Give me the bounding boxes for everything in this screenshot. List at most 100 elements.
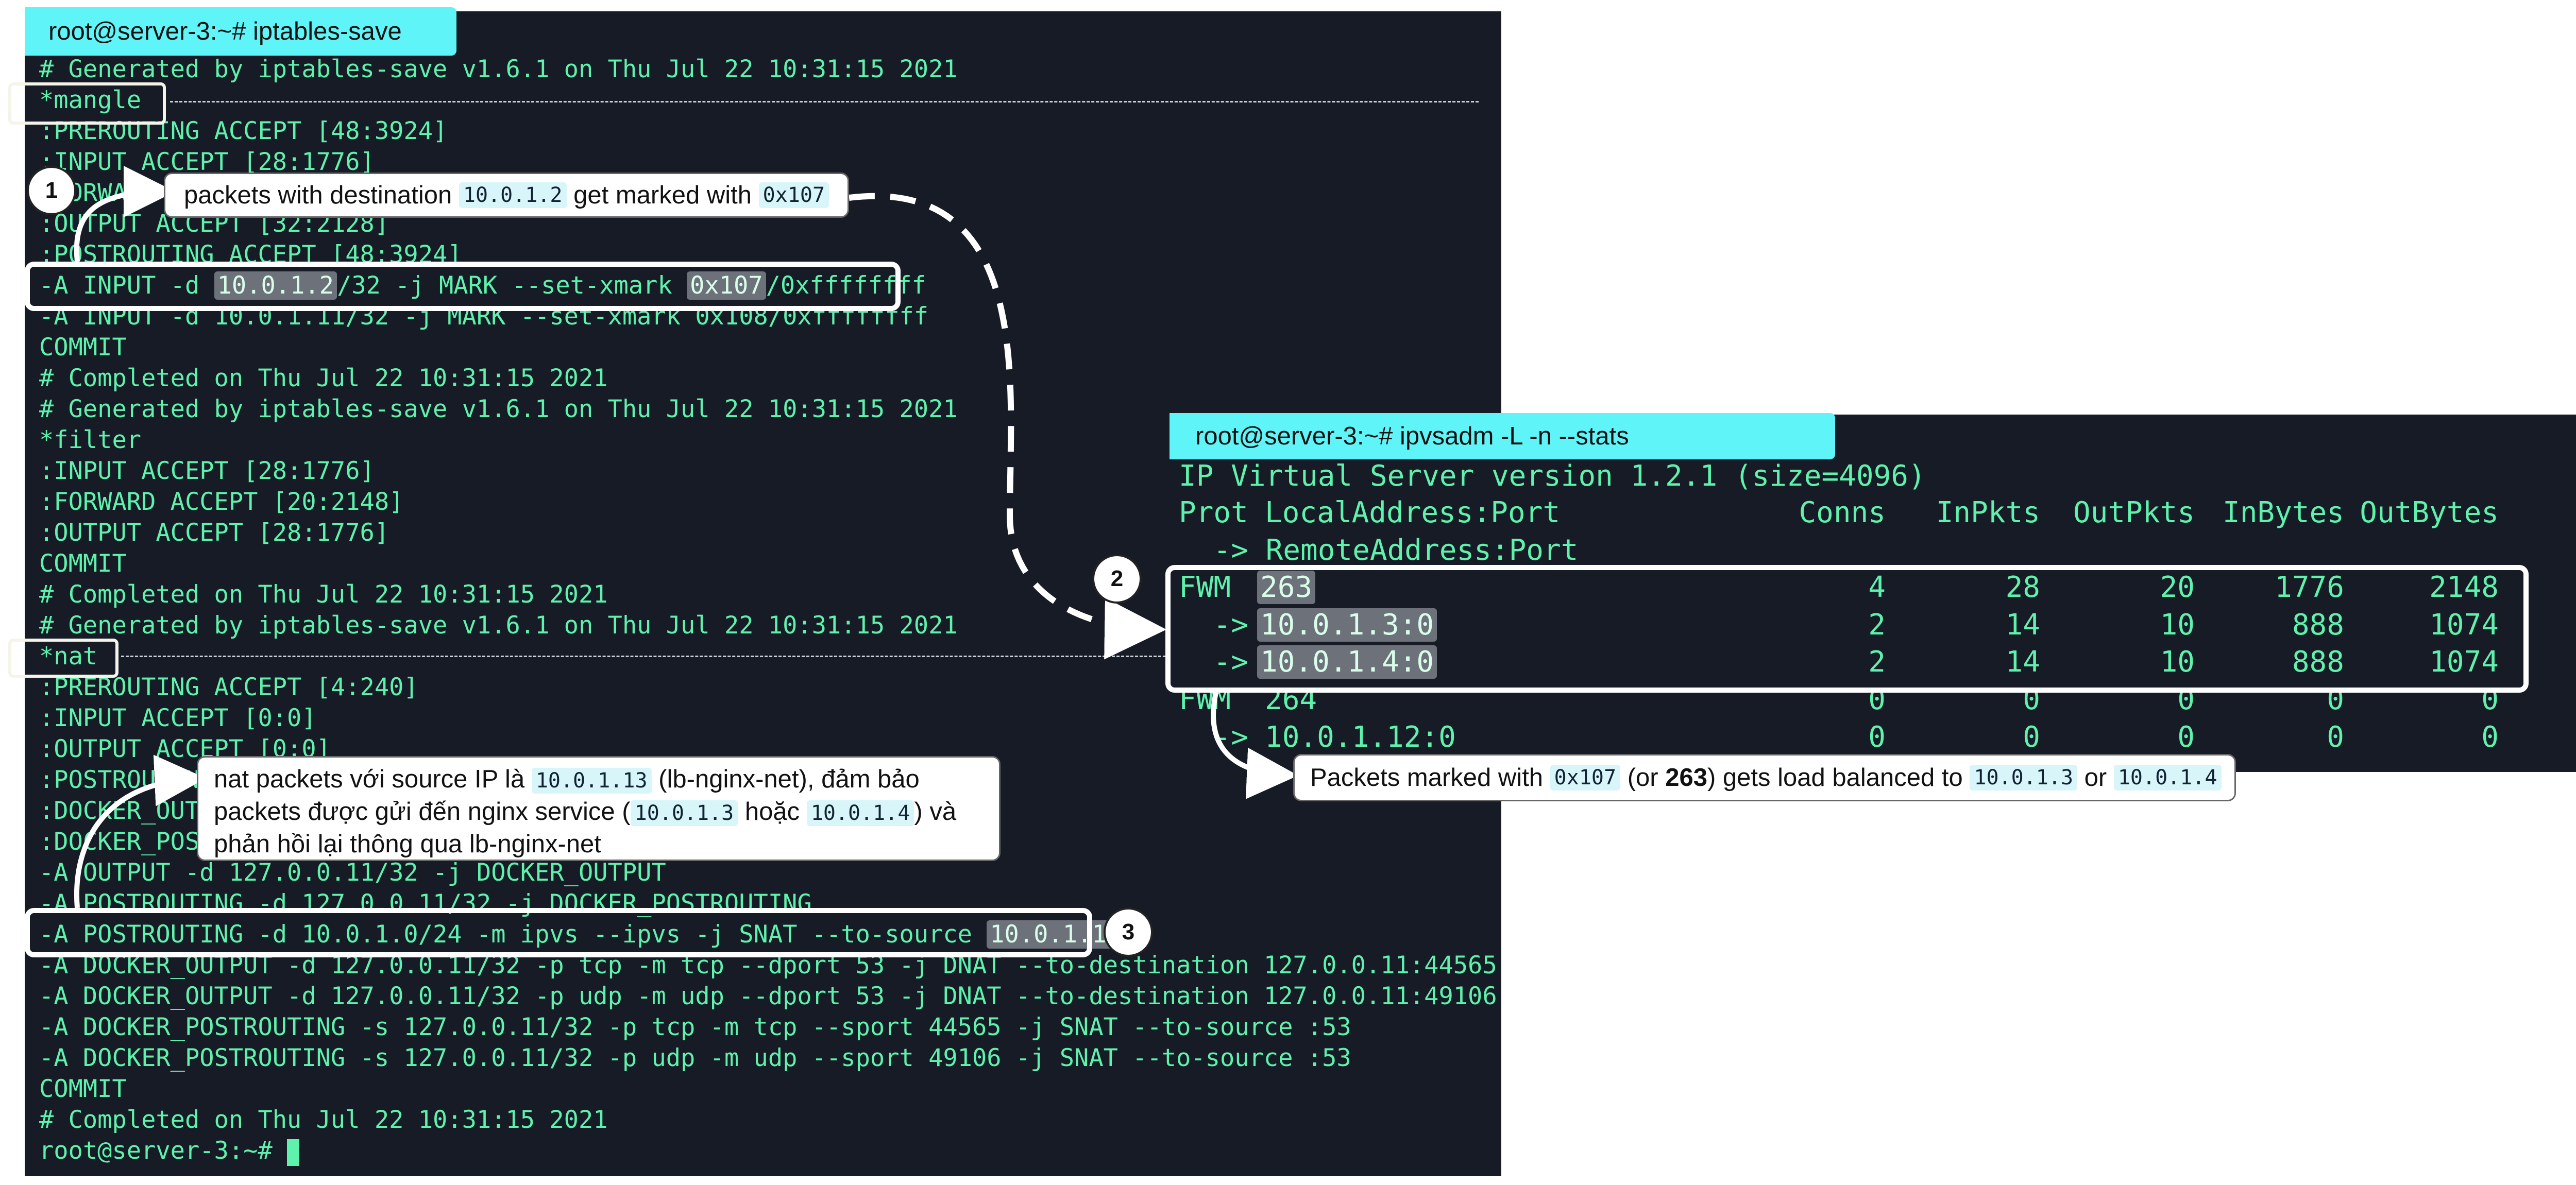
callout-2-code-mark: 0x107	[1550, 765, 1621, 791]
ipvsadm-terminal[interactable]	[1165, 415, 2576, 772]
output-line: :INPUT ACCEPT [0:0]	[39, 704, 316, 732]
mark-rule-mark: 0x107	[687, 271, 766, 300]
ipvs-cell: 10	[2160, 645, 2195, 679]
fwm-263-box	[1165, 565, 2529, 693]
mark-rule-line: -A INPUT -d 10.0.1.2/32 -j MARK --set-xm…	[39, 270, 1497, 301]
ipvs-row-prefix: FWM	[1179, 571, 1231, 604]
ipvs-header-prot: Prot	[1179, 496, 1248, 529]
output-line: # Generated by iptables-save v1.6.1 on T…	[39, 395, 958, 423]
callout-1: packets with destination 10.0.1.2 get ma…	[164, 173, 849, 218]
arrow-3	[1211, 692, 1298, 799]
output-line: :PREROUTING ACCEPT [4:240]	[39, 673, 418, 701]
ipvs-cell: 2148	[2429, 571, 2499, 604]
nat-divider	[121, 656, 1476, 657]
backend-2-addr: 10.0.1.4:0	[1257, 645, 1437, 679]
output-line: :INPUT ACCEPT [28:1776]	[39, 148, 375, 176]
ipvs-cell: 888	[2292, 645, 2344, 679]
shell-prompt: root@server-3:~#	[39, 1137, 287, 1165]
snat-rule-line: -A POSTROUTING -d 10.0.1.0/24 -m ipvs --…	[39, 919, 1497, 950]
ipvs-cell: 2	[1868, 645, 1886, 679]
output-line: COMMIT	[39, 549, 127, 578]
ipvs-version-line: IP Virtual Server version 1.2.1 (size=40…	[1179, 459, 1926, 493]
callout-3: nat packets với source IP là 10.0.1.13 (…	[197, 756, 1001, 861]
callout-3-code-ip1: 10.0.1.3	[630, 800, 738, 826]
ipvs-subheader: -> RemoteAddress:Port	[1179, 534, 1579, 567]
ipvs-row-addr: 10.0.1.3:0	[1257, 607, 1437, 644]
callout-3-code-ip2: 10.0.1.4	[806, 800, 914, 826]
step-2-badge: 2	[1092, 554, 1142, 604]
callout-1-text-b: get marked with	[566, 181, 759, 209]
arrow-1	[74, 166, 175, 262]
ipvs-cell: 0	[1868, 720, 1886, 754]
output-line: # Completed on Thu Jul 22 10:31:15 2021	[39, 1106, 608, 1134]
output-line: -A DOCKER_POSTROUTING -s 127.0.0.11/32 -…	[39, 1013, 1351, 1041]
ipvs-row-prefix: ->	[1179, 645, 1248, 679]
mark-rule-ip: 10.0.1.2	[214, 271, 337, 300]
callout-1-code-mark: 0x107	[758, 182, 829, 208]
mangle-divider	[170, 101, 1479, 102]
output-line: # Completed on Thu Jul 22 10:31:15 2021	[39, 364, 608, 392]
ipvs-cell: 20	[2160, 571, 2195, 604]
callout-3-text-b: (lb-nginx-net), đảm bảo	[651, 765, 920, 793]
callout-3-line-2: packets được gửi đến nginx service (10.0…	[214, 796, 984, 829]
callout-3-code-ip: 10.0.1.13	[531, 768, 652, 794]
snat-rule-pre: -A POSTROUTING -d 10.0.1.0/24 -m ipvs --…	[39, 920, 987, 949]
ipvs-header-inpkts: InPkts	[1936, 496, 2040, 529]
prompt-line[interactable]: root@server-3:~#	[39, 1136, 1497, 1166]
ipvs-cell: 1776	[2275, 571, 2344, 604]
arrow-2-dashed	[849, 193, 1166, 660]
ipvs-header-outpkts: OutPkts	[2073, 496, 2195, 529]
callout-3-text-c: packets được gửi đến nginx service (	[214, 798, 631, 826]
output-line: COMMIT	[39, 1075, 127, 1103]
callout-2-code-ip2: 10.0.1.4	[2113, 765, 2222, 791]
ipvs-cell: 0	[2177, 720, 2195, 754]
step-3-badge: 3	[1104, 907, 1153, 957]
ipvs-header-addr: LocalAddress:Port	[1265, 496, 1561, 529]
mark-rule-box	[25, 262, 901, 311]
callout-3-text-a: nat packets với source IP là	[214, 765, 532, 793]
callout-1-text-a: packets with destination	[184, 181, 459, 209]
callout-2-text-d: or	[2077, 764, 2114, 792]
backend-1-addr: 10.0.1.3:0	[1257, 608, 1437, 642]
output-line: # Completed on Thu Jul 22 10:31:15 2021	[39, 580, 608, 609]
ipvs-row-addr: 10.0.1.4:0	[1257, 644, 1437, 681]
ipvs-row-prefix: ->	[1179, 608, 1248, 642]
callout-2-code-ip1: 10.0.1.3	[1970, 765, 2078, 791]
fwm-263-value: 263	[1257, 571, 1316, 604]
snat-rule-ip: 10.0.1.13	[987, 920, 1124, 949]
ipvs-header-inbytes: InBytes	[2222, 496, 2344, 529]
ipvs-cell: 14	[2005, 608, 2040, 642]
ipvs-cell: 2	[1868, 608, 1886, 642]
output-line: -A DOCKER_OUTPUT -d 127.0.0.11/32 -p udp…	[39, 982, 1497, 1010]
ipvs-cell: 28	[2005, 571, 2040, 604]
output-line: :OUTPUT ACCEPT [28:1776]	[39, 519, 389, 547]
callout-2-text-a: Packets marked with	[1310, 764, 1550, 792]
callout-2-bold-fwm: 263	[1665, 764, 1707, 792]
output-line: :FORWARD ACCEPT [20:2148]	[39, 488, 404, 516]
terminal-cursor	[287, 1139, 300, 1166]
output-line: COMMIT	[39, 333, 127, 362]
callout-3-line-1: nat packets với source IP là 10.0.1.13 (…	[214, 764, 984, 796]
callout-2-text-c: ) gets load balanced to	[1707, 764, 1970, 792]
iptables-terminal-title: root@server-3:~# iptables-save	[25, 7, 456, 56]
output-line: -A DOCKER_POSTROUTING -s 127.0.0.11/32 -…	[39, 1044, 1351, 1072]
callout-3-text-e: ) và	[914, 798, 957, 826]
ipvs-cell: 0	[2481, 720, 2499, 754]
output-line: *filter	[39, 426, 142, 454]
ipvs-header-outbytes: OutBytes	[2360, 496, 2499, 529]
ipvs-cell: 888	[2292, 608, 2344, 642]
ipvs-cell: 1074	[2429, 608, 2499, 642]
output-line: *nat	[39, 642, 98, 671]
ipvs-cell: 10	[2160, 608, 2195, 642]
step-1-badge: 1	[27, 166, 76, 215]
output-line: # Generated by iptables-save v1.6.1 on T…	[39, 55, 958, 83]
output-line: *mangle	[39, 86, 142, 114]
output-line: :INPUT ACCEPT [28:1776]	[39, 457, 375, 485]
ipvs-cell: 1074	[2429, 645, 2499, 679]
ipvsadm-terminal-title: root@server-3:~# ipvsadm -L -n --stats	[1170, 413, 1835, 459]
mangle-table-box	[8, 82, 166, 125]
ipvs-cell: 4	[1868, 571, 1886, 604]
mark-rule-pre: -A INPUT -d	[39, 271, 214, 300]
arrow-4	[74, 754, 206, 908]
